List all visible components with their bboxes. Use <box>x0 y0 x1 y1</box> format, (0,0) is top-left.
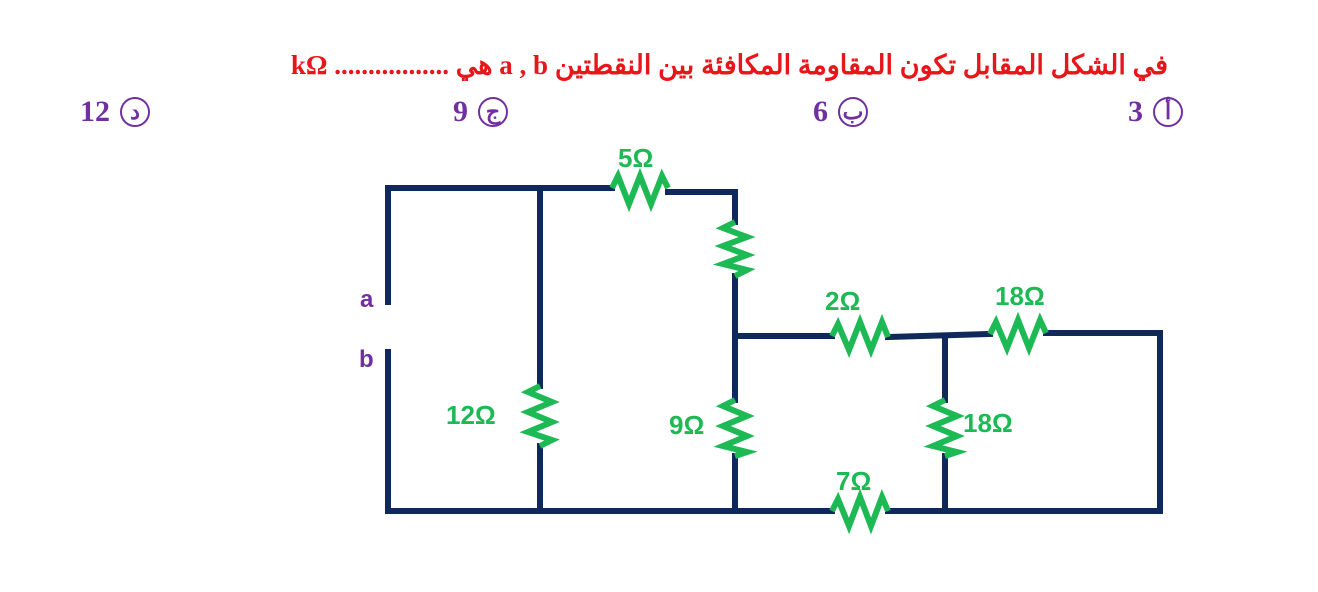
resistor-9-label: 9Ω <box>669 410 704 440</box>
resistor-18-top-label: 18Ω <box>995 281 1045 311</box>
resistor-2 <box>829 313 891 359</box>
terminal-a-label: a <box>360 286 374 313</box>
circuit-resistors <box>519 167 1049 535</box>
choice-d[interactable]: 12 د <box>80 92 150 132</box>
circuit-wires <box>385 185 1163 514</box>
resistor-12 <box>519 383 560 449</box>
wire-2-right <box>884 330 994 341</box>
question-text: في الشكل المقابل تكون المقاومة المكافئة … <box>290 50 1168 80</box>
choice-c-marker: ج <box>478 97 508 127</box>
resistor-18-vertical <box>923 397 968 459</box>
wire-terminal-b <box>385 349 543 514</box>
choice-b-value: 6 <box>813 95 828 128</box>
choice-a-marker: أ <box>1153 97 1183 127</box>
resistor-9 <box>713 397 758 459</box>
wire-terminal-a <box>385 185 543 305</box>
choice-c[interactable]: 9 ج <box>453 92 508 132</box>
wire-top-right <box>665 189 738 225</box>
choice-a-value: 3 <box>1128 95 1143 128</box>
resistor-7 <box>829 488 891 535</box>
terminal-b-label: b <box>359 346 374 373</box>
wire-right-loop <box>1043 330 1163 514</box>
choice-d-marker: د <box>120 97 150 127</box>
resistor-5-label: 5Ω <box>618 143 653 173</box>
resistor-5 <box>609 167 671 213</box>
choice-b[interactable]: 6 ب <box>813 92 868 132</box>
resistor-unlabeled <box>712 219 756 279</box>
choice-b-marker: ب <box>838 97 868 127</box>
resistor-12-label: 12Ω <box>446 400 496 430</box>
choice-a[interactable]: 3 أ <box>1128 92 1183 132</box>
resistor-18-vertical-label: 18Ω <box>963 408 1013 438</box>
resistor-2-label: 2Ω <box>825 286 860 316</box>
resistor-18-top <box>987 311 1049 357</box>
resistor-7-label: 7Ω <box>836 466 871 496</box>
choice-c-value: 9 <box>453 95 468 128</box>
choice-d-value: 12 <box>80 95 110 128</box>
